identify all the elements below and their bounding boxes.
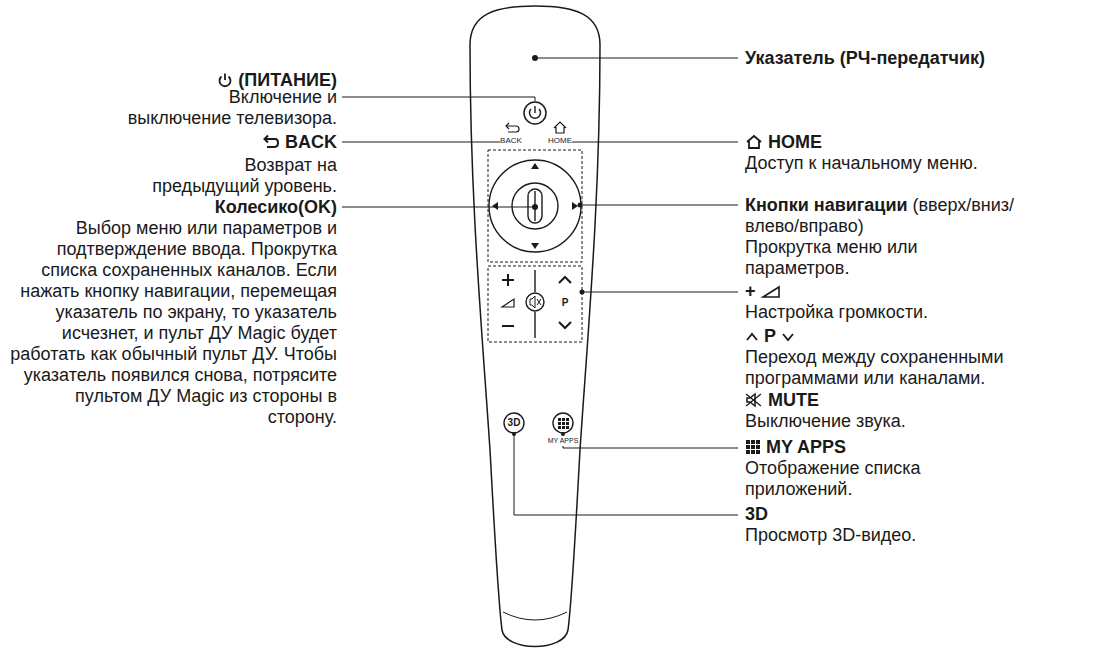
3d-text: Просмотр 3D-видео. (745, 525, 916, 545)
button-label: HOME (548, 137, 572, 145)
button-label: 3D (508, 418, 521, 428)
callout-text: Переход между сохраненными программами и… (745, 347, 1045, 389)
volume-icon (761, 285, 781, 299)
callout-text: Отображение списка приложений. (745, 458, 960, 500)
callout-text: Доступ к начальному меню. (745, 153, 1105, 174)
callout-text: Просмотр 3D-видео. (745, 525, 1105, 546)
callout-text: + (745, 281, 1105, 302)
callout-text: Выбор меню или параметров и подтверждени… (9, 218, 337, 428)
mute-icon (745, 392, 763, 408)
back-text: Возврат на предыдущий уровень. (152, 155, 337, 196)
nav-heading: Кнопки навигации (745, 195, 908, 215)
icon (745, 437, 761, 457)
callout-text: P (745, 326, 1105, 347)
apps-heading: MY APPS (766, 437, 846, 457)
button-label: BACK (500, 137, 522, 145)
mute-heading: MUTE (768, 390, 819, 410)
callout-text: MUTE (745, 390, 1105, 411)
callout-text: Включение и выключение телевизора. (122, 87, 337, 129)
icon (745, 390, 763, 410)
apps-icon (745, 439, 761, 455)
home-icon (745, 134, 763, 150)
channel-down-icon (781, 330, 795, 344)
channel-text: Переход между сохраненными программами и… (745, 347, 1003, 388)
home-text: Доступ к начальному меню. (745, 153, 978, 173)
button-label: P (562, 298, 569, 308)
callout-text: MY APPS (745, 437, 1105, 458)
callout-text: HOME (745, 132, 1105, 153)
leader-lines (342, 58, 738, 515)
channel-up-icon (745, 330, 759, 344)
callout-text: Кнопки навигации(вверх/вниз/влево/вправо… (745, 195, 1045, 237)
icon (761, 281, 781, 301)
3d-heading: 3D (745, 504, 768, 524)
callout-text: BACK (137, 132, 337, 153)
channel-heading: P (764, 326, 776, 346)
power-icon (217, 72, 233, 88)
icon (745, 326, 759, 346)
icon (745, 132, 763, 152)
button-label: MY APPS (548, 437, 579, 444)
callout-text: Выключение звука. (745, 411, 1105, 432)
callout-text: Настройка громкости. (745, 302, 1105, 323)
icon (781, 326, 795, 346)
callout-text: Указатель (РЧ-передатчик) (745, 48, 1105, 69)
callout-text: Возврат на предыдущий уровень. (137, 155, 337, 197)
mute-text: Выключение звука. (745, 411, 906, 431)
volume-text: Настройка громкости. (745, 302, 928, 322)
callout-text: 3D (745, 504, 1105, 525)
back-heading: BACK (285, 132, 337, 152)
icon (262, 132, 280, 152)
wheel-text: Выбор меню или параметров и подтверждени… (10, 218, 337, 427)
pointer-heading: Указатель (РЧ-передатчик) (745, 48, 985, 68)
apps-text: Отображение списка приложений. (745, 458, 921, 499)
nav-text: Прокрутка меню или параметров. (745, 237, 918, 278)
wheel-heading: Колесико(OK) (215, 197, 337, 217)
callout-text: Колесико(OK) (117, 197, 337, 218)
home-heading: HOME (768, 132, 822, 152)
back-icon (262, 134, 280, 150)
power-text: Включение и выключение телевизора. (128, 87, 337, 128)
volume-heading: + (745, 281, 756, 301)
callout-text: Прокрутка меню или параметров. (745, 237, 980, 279)
